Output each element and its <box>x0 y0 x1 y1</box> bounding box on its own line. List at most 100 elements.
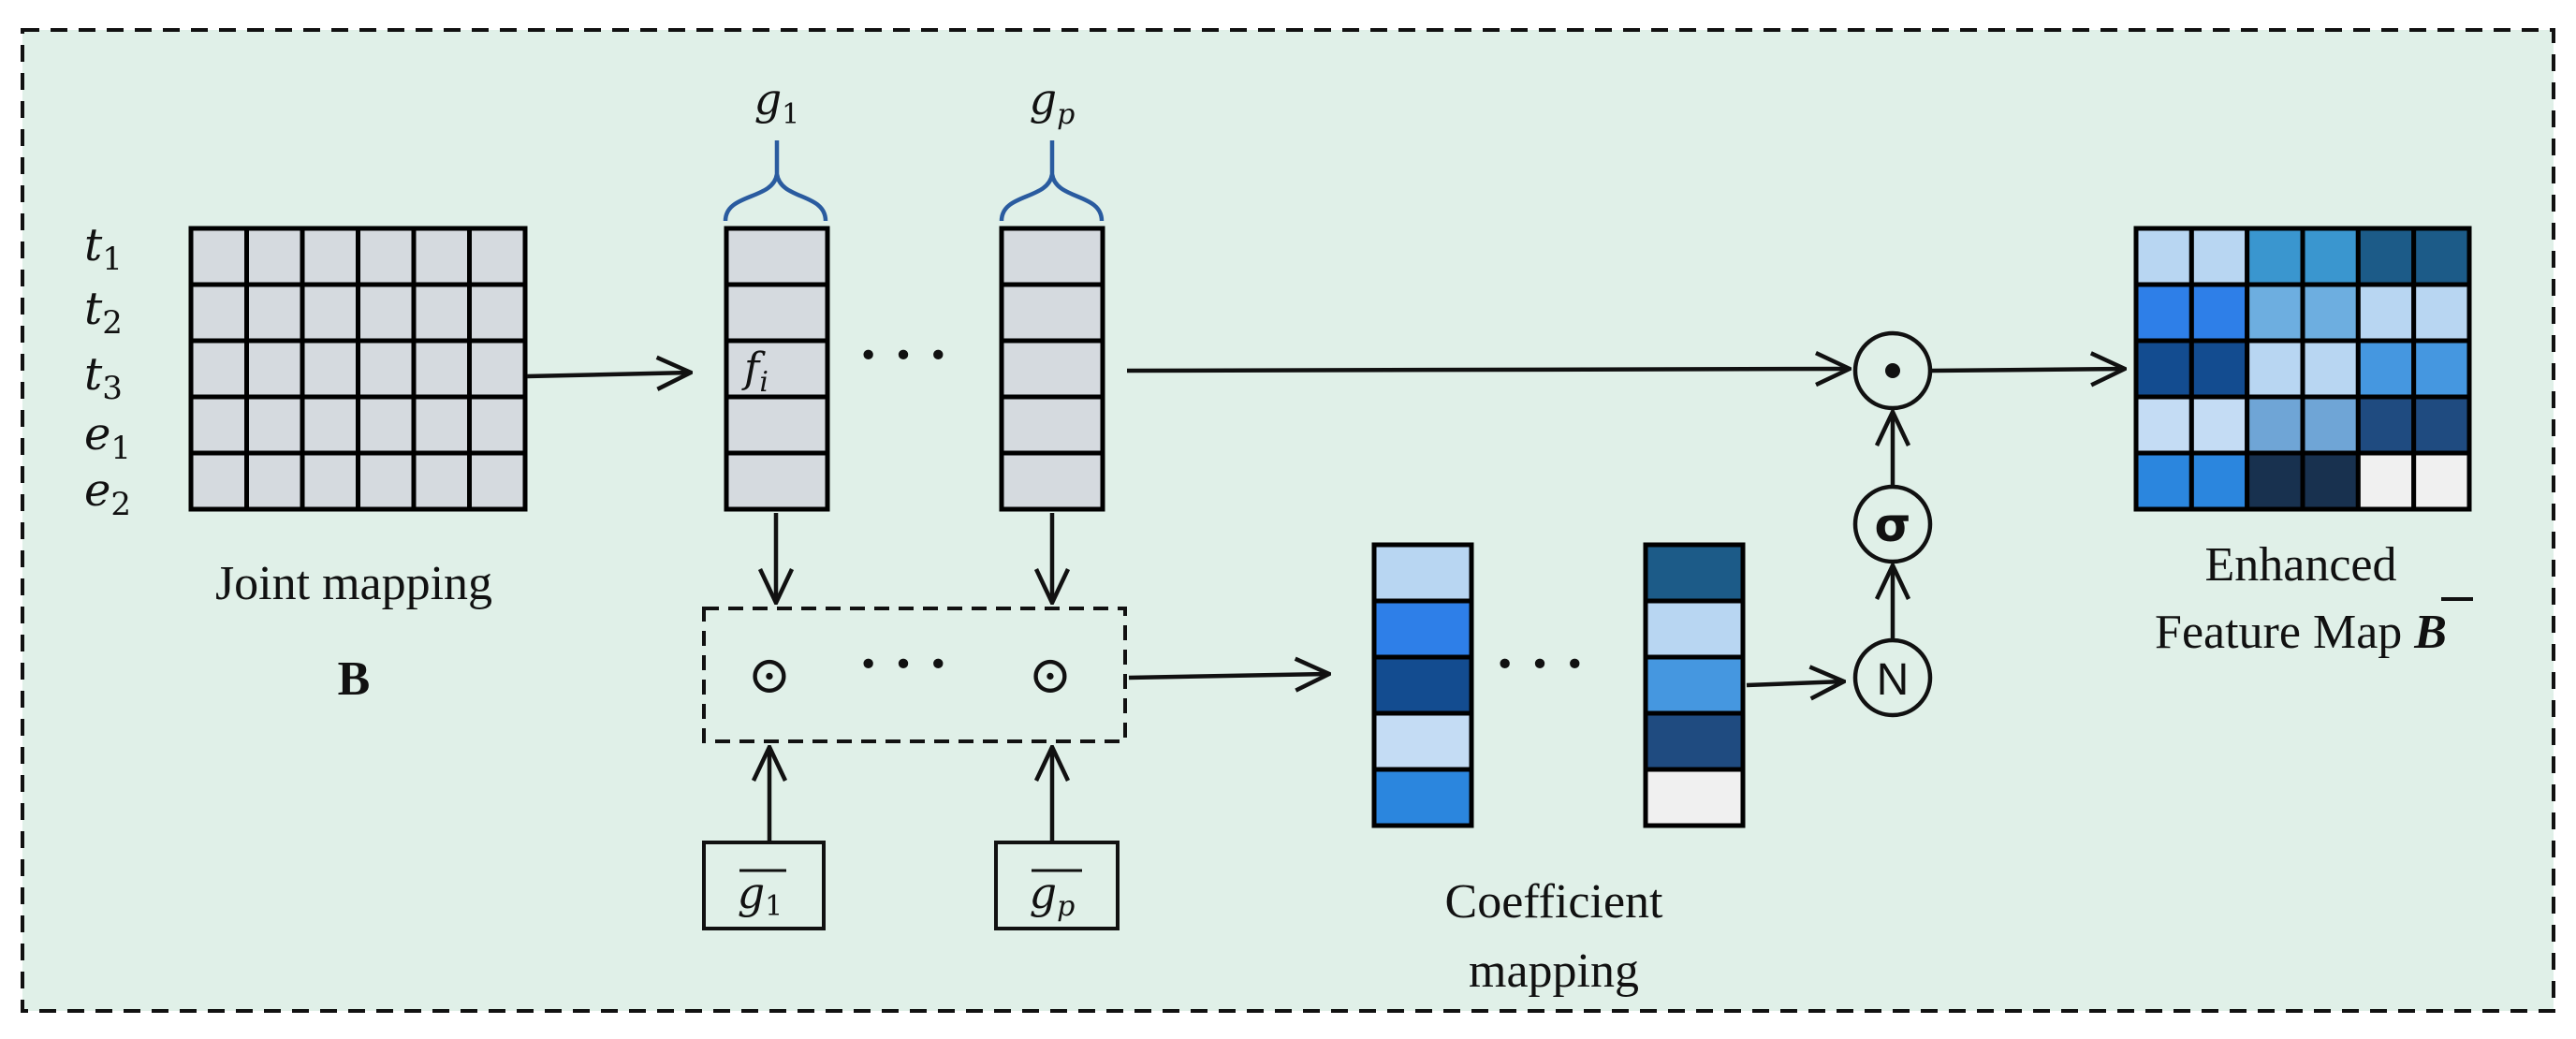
similarity-box <box>702 607 1127 743</box>
joint-grid-cell <box>188 450 249 512</box>
coefficient-cell <box>1371 542 1474 604</box>
joint-grid-cell <box>300 394 360 456</box>
joint-grid-cell <box>188 394 249 456</box>
sigmoid-operator-icon <box>1852 484 1933 564</box>
enhanced-grid-cell <box>2411 394 2472 456</box>
group-cell <box>999 338 1105 400</box>
joint-grid-cell <box>411 226 472 287</box>
joint-grid-cell <box>411 282 472 344</box>
arrow-box-to-coef <box>1128 674 1329 678</box>
group-cell <box>999 394 1105 456</box>
group-cell <box>724 338 830 400</box>
row-label-t1: t1 <box>84 219 123 278</box>
row-label-t3: t3 <box>84 348 123 407</box>
joint-grid-cell <box>300 450 360 512</box>
arrow-hadamard-to-enhanced <box>1931 369 2125 371</box>
enhanced-grid-cell <box>2188 394 2250 456</box>
group-cell <box>724 226 830 287</box>
joint-mapping-symbol: B <box>338 652 371 706</box>
joint-grid-cell <box>411 450 472 512</box>
brace-gp-icon <box>999 140 1105 222</box>
enhanced-grid-cell <box>2133 338 2194 400</box>
enhanced-grid-cell <box>2355 394 2417 456</box>
joint-grid-cell <box>467 226 528 287</box>
coefficient-cell <box>1643 767 1746 828</box>
coefficient-cell <box>1643 710 1746 772</box>
enhanced-grid-cell <box>2245 338 2305 400</box>
group-label-g1: g1 <box>754 74 800 131</box>
enhanced-grid-cell <box>2133 394 2194 456</box>
enhanced-grid-cell <box>2300 338 2361 400</box>
enhanced-grid-cell <box>2245 394 2305 456</box>
joint-mapping-grid <box>188 226 528 512</box>
enhanced-grid-cell <box>2300 394 2361 456</box>
row-labels: t1 t2 t3 e1 e2 <box>84 219 131 523</box>
group-cell <box>999 450 1105 512</box>
group-ellipsis: · · · <box>858 321 948 388</box>
joint-grid-cell <box>356 394 417 456</box>
brace-g1-icon <box>723 140 828 222</box>
coefficient-cell <box>1371 710 1474 772</box>
group-column-gp <box>999 226 1105 512</box>
group-cell <box>724 450 830 512</box>
joint-grid-cell <box>244 394 305 456</box>
enhanced-grid-cell <box>2245 226 2305 287</box>
joint-grid-cell <box>244 338 305 400</box>
enhanced-label-line2: Feature Map B <box>2155 606 2447 659</box>
joint-grid-cell <box>300 338 360 400</box>
enhanced-label-line1: Enhanced <box>2204 538 2396 592</box>
arrow-features-to-hadamard <box>1126 369 1850 371</box>
enhanced-grid-cell <box>2133 450 2194 512</box>
row-label-e2: e2 <box>84 464 131 523</box>
enhanced-grid-cell <box>2133 226 2194 287</box>
enhanced-grid-cell <box>2300 226 2361 287</box>
joint-grid-cell <box>188 338 249 400</box>
normalization-label: N <box>1877 655 1910 705</box>
enhanced-grid-cell <box>2188 338 2250 400</box>
enhanced-grid-cell <box>2411 450 2472 512</box>
coefficient-bar-left <box>1371 542 1474 828</box>
outer-frame <box>21 28 2555 1013</box>
gbar1-box <box>702 841 826 930</box>
arrow-coef-to-norm <box>1746 681 1844 685</box>
odot-operator-p: ⊙ <box>1029 647 1073 705</box>
group-cell <box>724 282 830 344</box>
coefficient-bar-right <box>1643 542 1746 828</box>
enhanced-grid-cell <box>2245 450 2305 512</box>
sigmoid-label: σ <box>1875 498 1911 552</box>
enhanced-grid-cell <box>2188 226 2250 287</box>
joint-grid-cell <box>300 226 360 287</box>
joint-grid-cell <box>356 226 417 287</box>
group-cell <box>999 226 1105 287</box>
coefficient-cell <box>1643 654 1746 716</box>
group-cell <box>999 282 1105 344</box>
gbarp-label: gp <box>1030 868 1076 923</box>
joint-grid-cell <box>356 282 417 344</box>
joint-grid-cell <box>244 450 305 512</box>
row-label-e1: e1 <box>84 408 131 467</box>
joint-grid-cell <box>411 394 472 456</box>
gbar1-label: g1 <box>738 868 783 923</box>
gbarp-box <box>994 841 1120 930</box>
coef-ellipsis: · · · <box>1495 630 1585 696</box>
coefficient-label-line1: Coefficient <box>1445 875 1664 929</box>
group-cell <box>724 394 830 456</box>
hadamard-dot <box>1885 363 1900 378</box>
enhanced-feature-map-grid <box>2133 226 2472 512</box>
joint-grid-cell <box>244 226 305 287</box>
joint-grid-cell <box>411 338 472 400</box>
hadamard-operator-icon <box>1852 330 1933 411</box>
enhanced-grid-cell <box>2355 450 2417 512</box>
joint-grid-cell <box>467 282 528 344</box>
coefficient-cell <box>1643 598 1746 660</box>
odot-operator-1: ⊙ <box>748 647 792 705</box>
coefficient-cell <box>1371 598 1474 660</box>
joint-grid-cell <box>356 338 417 400</box>
coefficient-label-line2: mapping <box>1469 944 1639 998</box>
group-label-gp: gp <box>1030 74 1076 131</box>
row-label-t2: t2 <box>84 283 123 342</box>
joint-mapping-label: Joint mapping <box>215 557 492 610</box>
enhanced-grid-cell <box>2411 338 2472 400</box>
enhanced-grid-cell <box>2188 282 2250 344</box>
